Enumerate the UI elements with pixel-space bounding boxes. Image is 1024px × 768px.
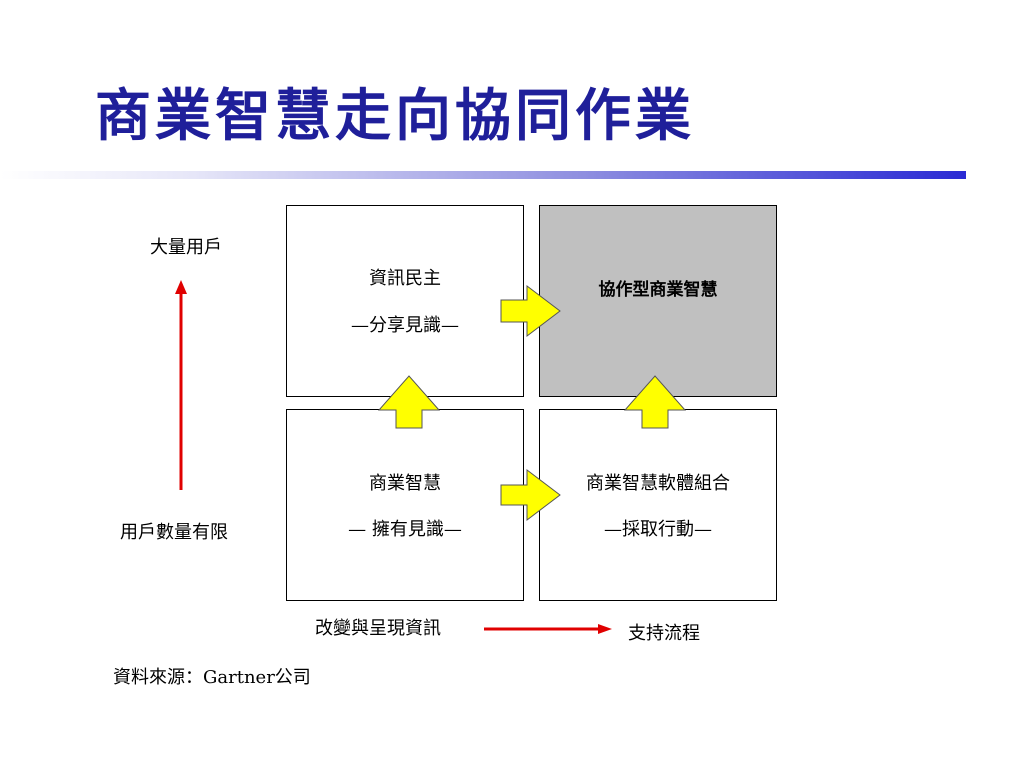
quadrant-bottom-right-title: 商業智慧軟體組合: [586, 473, 730, 494]
quadrant-bottom-right-subtitle: —採取行動—: [604, 519, 712, 540]
quadrant-bottom-left-title: 商業智慧: [369, 473, 441, 494]
y-axis-arrow: [175, 280, 187, 490]
quadrant-top-left-subtitle: —分享見識—: [351, 315, 459, 336]
quadrant-top-right-title: 協作型商業智慧: [598, 280, 718, 300]
quadrant-top-left: [286, 205, 524, 397]
x-axis-right-label: 支持流程: [628, 623, 700, 644]
x-axis-left-label: 改變與呈現資訊: [315, 618, 441, 639]
y-axis-top-label: 大量用戶: [150, 237, 222, 258]
flow-arrow-up-left: [377, 375, 441, 429]
source-note: 資料來源：Gartner公司: [113, 667, 311, 688]
flow-arrow-right-top: [500, 284, 561, 338]
quadrant-bottom-left: [286, 409, 524, 601]
y-axis-bottom-label: 用戶數量有限: [120, 522, 228, 543]
flow-arrow-up-right: [623, 375, 687, 429]
flow-arrow-right-bottom: [500, 468, 561, 522]
quadrant-bottom-left-subtitle: — 擁有見識—: [348, 519, 462, 540]
x-axis-arrow: [484, 624, 612, 634]
title-underline-bar: [0, 171, 966, 179]
quadrant-top-right: [539, 205, 777, 397]
slide-title: 商業智慧走向協同作業: [95, 83, 695, 149]
quadrant-bottom-right: [539, 409, 777, 601]
quadrant-top-left-title: 資訊民主: [369, 268, 441, 289]
